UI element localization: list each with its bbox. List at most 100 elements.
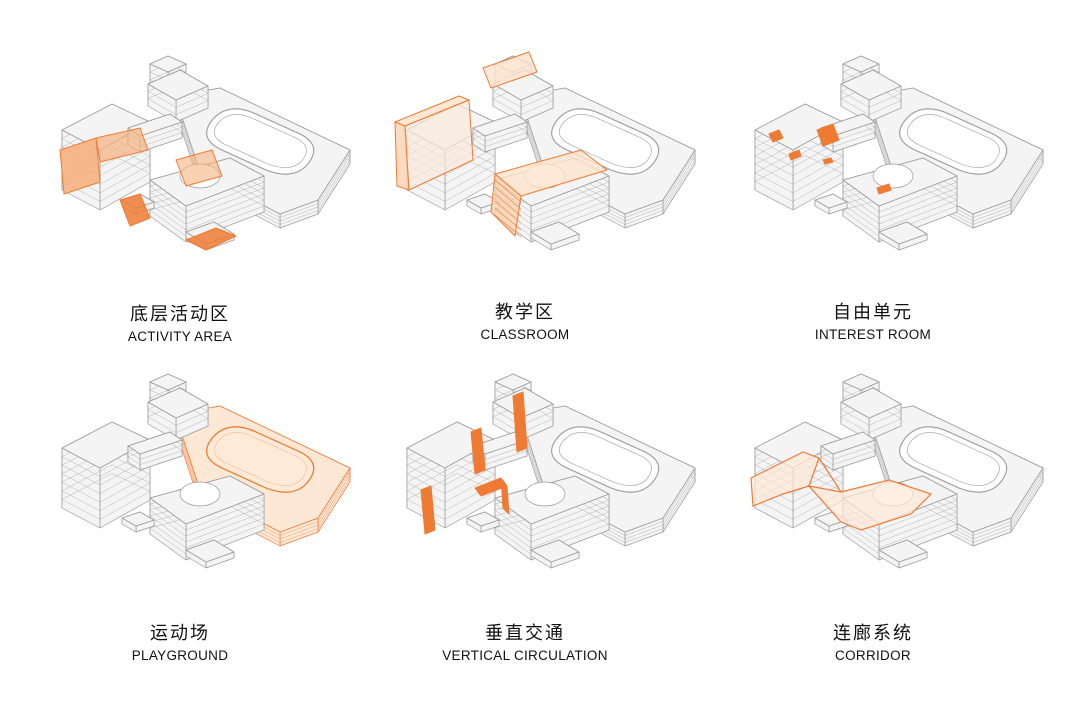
floor-line (61, 490, 101, 512)
floor-line (624, 528, 664, 543)
floor-line (229, 187, 265, 207)
floor-line (494, 179, 522, 203)
caption-zh: 底层活动区 (130, 304, 230, 325)
building-roof (878, 539, 928, 563)
inner-court (179, 481, 221, 507)
building-roof (840, 69, 902, 101)
floor-line (61, 473, 101, 494)
caption-zh: 连廊系统 (833, 623, 913, 644)
floor-line (169, 442, 183, 451)
floor-line (494, 527, 532, 555)
activity-zone (185, 227, 237, 251)
highlight-corridor (750, 451, 933, 531)
activity-zone (95, 127, 149, 163)
floor-line (862, 124, 876, 133)
west-wing (61, 421, 151, 529)
building-roof (472, 113, 528, 137)
floor-line (472, 138, 486, 147)
floor-line (972, 524, 1012, 540)
floor-line (169, 124, 183, 133)
floor-line (317, 478, 351, 529)
floor-line (662, 156, 696, 208)
floor-line (147, 416, 177, 433)
floor-line (61, 464, 101, 486)
classroom-south (490, 173, 522, 237)
activity-zone (175, 149, 223, 187)
floor-line (832, 450, 876, 465)
floor-line (279, 528, 319, 543)
floor-line (61, 499, 101, 520)
building-roof (842, 373, 880, 391)
floor-line (494, 214, 522, 238)
floor-line (574, 505, 610, 525)
floor-line (972, 206, 1012, 222)
floor-line (832, 127, 876, 142)
floor-line (111, 473, 151, 492)
classroom-wing (404, 99, 474, 191)
caption-en: PLAYGROUND (131, 648, 229, 663)
floor-line (972, 203, 1012, 218)
floor-line (149, 71, 169, 81)
floor-line (61, 482, 101, 503)
diagram-panel-activity-area: 底层活动区 ACTIVITY AREA (0, 0, 360, 359)
floor-line (662, 153, 696, 204)
axonometric-model (406, 373, 696, 569)
highlight-classroom (394, 51, 608, 238)
floor-line (972, 528, 1012, 543)
floor-line (754, 172, 794, 194)
floor-line (494, 193, 522, 217)
floor-line (111, 155, 151, 174)
running-track-inner (906, 432, 1000, 486)
floor-line (624, 210, 664, 225)
north-block (840, 69, 902, 123)
building-roof (530, 221, 580, 245)
floor-line (1010, 156, 1044, 208)
floor-line (61, 473, 113, 500)
caption-zh: 自由单元 (833, 302, 913, 323)
floor-line (494, 389, 514, 399)
floor-line (530, 199, 610, 231)
panel-caption: 自由单元 INTEREST ROOM (693, 302, 1053, 344)
floor-line (185, 517, 265, 549)
floor-line (754, 155, 794, 176)
floor-line (444, 173, 496, 202)
building-roof (466, 511, 500, 527)
running-track-inner (906, 114, 1000, 168)
floor-line (804, 155, 844, 174)
building-base (61, 373, 351, 569)
floor-line (406, 464, 446, 486)
interest-box (876, 183, 892, 195)
building-roof (147, 69, 209, 101)
floor-line (406, 464, 458, 492)
building-roof (878, 221, 928, 245)
panel-caption: 连廊系统 CORRIDOR (693, 623, 1053, 665)
panel-caption: 垂直交通 VERTICAL CIRCULATION (345, 623, 705, 665)
building-base (754, 55, 1044, 251)
floor-line (662, 471, 696, 522)
floor-line (1010, 478, 1044, 529)
floor-line (147, 409, 177, 426)
floor-line (520, 411, 554, 426)
floor-line (406, 473, 458, 500)
floor-line (972, 521, 1012, 536)
north-block (840, 387, 902, 441)
floor-line (922, 187, 958, 207)
interest-box (788, 149, 802, 161)
inner-court (872, 163, 914, 189)
floor-line (494, 186, 522, 210)
floor-line (175, 418, 209, 433)
diagram-panel-corridor: 连廊系统 CORRIDOR (693, 318, 1053, 677)
floor-line (494, 200, 522, 224)
running-track-inner (213, 114, 307, 168)
floor-line (175, 100, 209, 115)
floor-line (840, 416, 870, 433)
caption-en: INTEREST ROOM (814, 327, 932, 342)
building-roof (494, 373, 532, 391)
base-pad (878, 221, 928, 251)
floor-line (484, 132, 528, 147)
base-pad (814, 193, 848, 215)
floor-line (754, 164, 794, 185)
floor-line (868, 411, 902, 426)
floor-line (147, 91, 177, 108)
floor-line (317, 160, 351, 211)
